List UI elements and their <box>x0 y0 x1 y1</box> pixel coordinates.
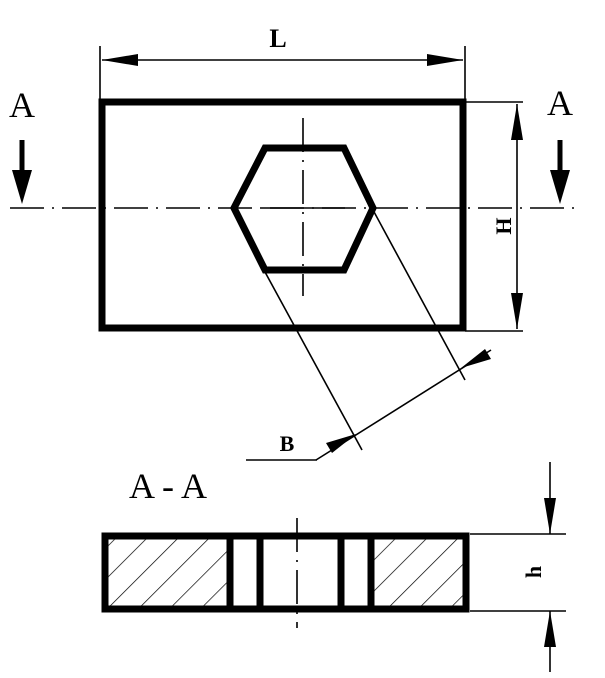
section-view <box>101 518 470 628</box>
extension-line-b2 <box>372 209 466 381</box>
arrow-b-upper <box>461 349 491 368</box>
arrow-left <box>102 54 138 66</box>
arrow-h-up <box>544 611 556 647</box>
hatch-right <box>372 537 464 608</box>
section-marker-right: A <box>547 83 573 204</box>
dimension-length: L <box>99 24 466 100</box>
section-title: A - A <box>129 466 207 506</box>
plan-view <box>10 98 575 332</box>
label-A-right: A <box>547 83 573 123</box>
arrow-bottom <box>511 293 523 329</box>
section-marker-left: A <box>9 85 35 204</box>
arrow-h-down <box>544 498 556 534</box>
section-outline <box>101 532 470 613</box>
extension-line-b1 <box>264 271 363 451</box>
arrow-b-lower <box>326 434 356 453</box>
plate-outline <box>98 98 467 332</box>
label-L: L <box>269 24 286 53</box>
dimension-across-flats: B <box>246 209 492 461</box>
arrow-head-left <box>12 170 32 204</box>
hatch-left <box>106 537 228 608</box>
label-B: B <box>280 431 295 456</box>
label-A-left: A <box>9 85 35 125</box>
label-H: H <box>491 217 516 234</box>
label-h: h <box>521 566 546 578</box>
dimension-height: H <box>465 101 523 332</box>
arrow-right <box>427 54 463 66</box>
dimension-thickness: h <box>470 462 566 672</box>
arrow-top <box>511 104 523 140</box>
arrow-head-right <box>550 170 570 204</box>
hexagon-hole <box>230 144 377 274</box>
